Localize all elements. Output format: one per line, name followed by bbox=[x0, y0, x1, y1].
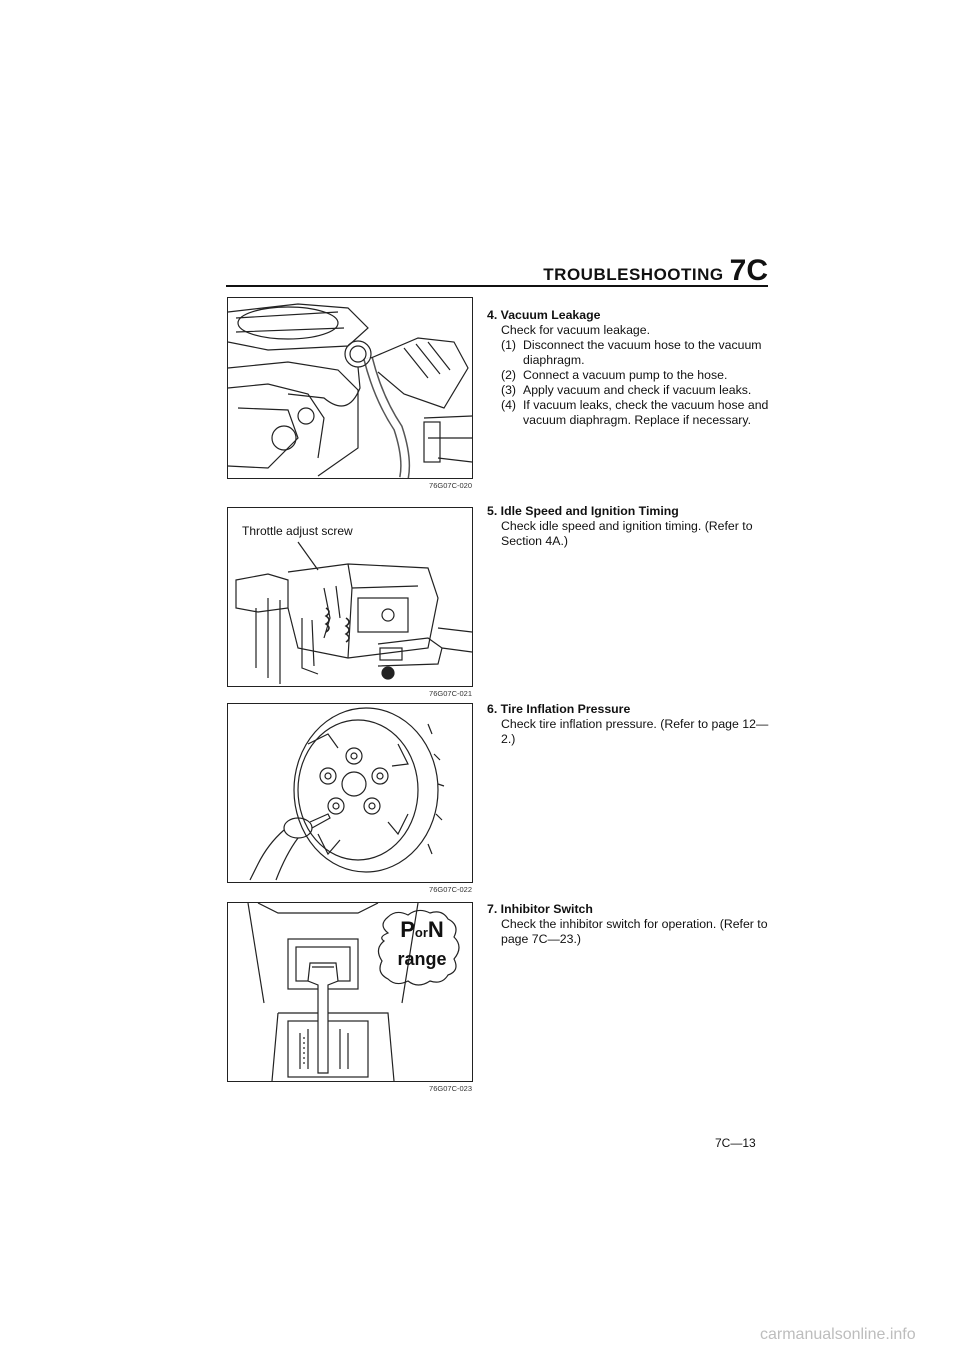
list-item: (4)If vacuum leaks, check the vacuum hos… bbox=[501, 398, 769, 427]
section-heading: 6. Tire Inflation Pressure bbox=[487, 702, 631, 716]
figure-vacuum-leakage bbox=[227, 297, 473, 479]
shift-lever-illustration bbox=[247, 903, 460, 1081]
tire-gauge-illustration bbox=[249, 707, 445, 881]
section-intro: Check idle speed and ignition timing. (R… bbox=[501, 519, 753, 548]
section-tire-pressure: 6. Tire Inflation Pressure Check tire in… bbox=[487, 702, 772, 747]
bubble-or: or bbox=[414, 925, 428, 940]
figure-tire-pressure bbox=[227, 703, 473, 883]
section-intro: Check tire inflation pressure. (Refer to… bbox=[501, 717, 769, 746]
figure-inhibitor-switch: PorN range bbox=[227, 902, 473, 1082]
bubble-range: range bbox=[397, 949, 447, 969]
section-intro: Check for vacuum leakage. bbox=[501, 323, 651, 337]
figure-code: 76G07C-021 bbox=[429, 689, 472, 698]
header-section: 7C bbox=[729, 254, 768, 287]
section-heading: 7. Inhibitor Switch bbox=[487, 902, 593, 916]
bubble-n: N bbox=[427, 917, 444, 942]
figure-code: 76G07C-020 bbox=[429, 481, 472, 490]
carburetor-illustration bbox=[235, 541, 472, 684]
list-item: (3)Apply vacuum and check if vacuum leak… bbox=[501, 383, 752, 397]
section-heading: 4. Vacuum Leakage bbox=[487, 308, 601, 322]
throttle-adjust-screw-label: Throttle adjust screw bbox=[242, 524, 353, 538]
range-bubble: PorN range bbox=[382, 917, 462, 974]
section-intro: Check the inhibitor switch for operation… bbox=[501, 917, 768, 946]
figure-throttle-adjust: Throttle adjust screw bbox=[227, 507, 473, 687]
header-title: TROUBLESHOOTING bbox=[543, 265, 724, 284]
list-item: (2)Connect a vacuum pump to the hose. bbox=[501, 368, 728, 382]
figure-code: 76G07C-022 bbox=[429, 885, 472, 894]
bubble-p: P bbox=[400, 917, 415, 942]
watermark: carmanualsonline.info bbox=[760, 1326, 916, 1343]
header-rule bbox=[226, 285, 768, 287]
section-idle-speed: 5. Idle Speed and Ignition Timing Check … bbox=[487, 504, 772, 549]
section-inhibitor-switch: 7. Inhibitor Switch Check the inhibitor … bbox=[487, 902, 772, 947]
page-number: 7C—13 bbox=[715, 1136, 756, 1150]
section-vacuum-leakage: 4. Vacuum Leakage Check for vacuum leaka… bbox=[487, 308, 772, 428]
list-item: (1)Disconnect the vacuum hose to the vac… bbox=[501, 338, 762, 367]
vacuum-pump-illustration bbox=[228, 303, 472, 478]
figure-code: 76G07C-023 bbox=[429, 1084, 472, 1093]
section-heading: 5. Idle Speed and Ignition Timing bbox=[487, 504, 679, 518]
page-header: TROUBLESHOOTING 7C bbox=[530, 254, 768, 288]
